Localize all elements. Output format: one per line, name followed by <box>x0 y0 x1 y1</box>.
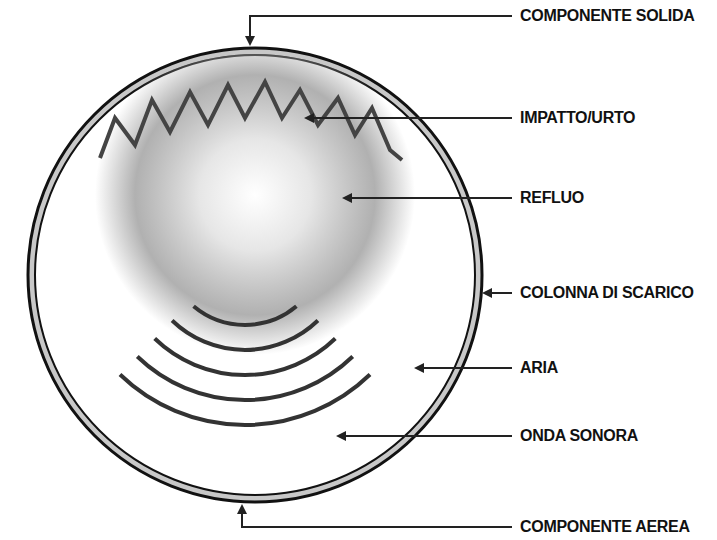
impact-zigzag <box>100 82 402 160</box>
part-label: IMPATTO/URTO <box>520 108 635 128</box>
sound-wave-arc <box>194 306 297 325</box>
sound-wave-arc <box>120 375 370 425</box>
sound-waves <box>120 306 370 425</box>
leader-line <box>484 292 512 294</box>
sound-wave-arc <box>137 357 352 401</box>
part-label: COMPONENTE SOLIDA <box>520 6 694 26</box>
part-label: COLONNA DI SCARICO <box>520 283 694 303</box>
leader-line <box>344 197 512 199</box>
leader-line <box>242 506 512 527</box>
leader-line <box>338 435 512 437</box>
part-label: ARIA <box>520 358 558 378</box>
sound-wave-arc <box>172 321 318 350</box>
part-label: COMPONENTE AEREA <box>520 517 690 537</box>
part-label: REFLUO <box>520 188 584 208</box>
leader-lines <box>242 16 512 527</box>
part-label: ONDA SONORA <box>520 426 638 446</box>
leader-line <box>306 117 512 119</box>
sound-wave-arc <box>155 339 336 375</box>
leader-line <box>416 367 512 369</box>
leader-line <box>250 16 512 44</box>
wastewater-blob <box>95 35 415 355</box>
